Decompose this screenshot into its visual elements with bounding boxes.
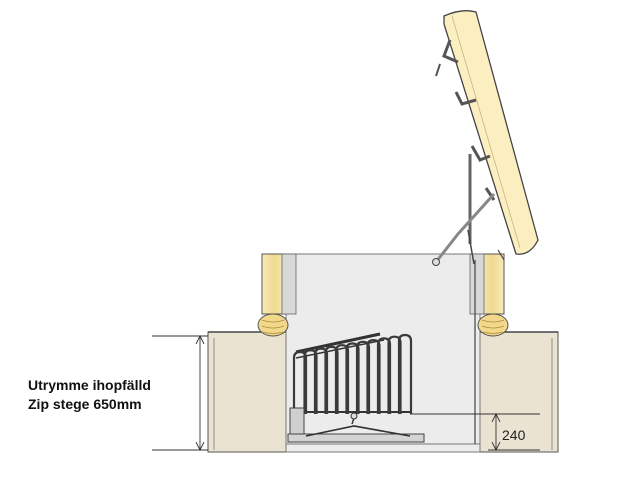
- frame-post-left: [257, 253, 297, 337]
- caption: Utrymme ihopfälld Zip stege 650mm: [28, 376, 151, 414]
- frame-post-right: [469, 253, 509, 337]
- dimension-240-label: 240: [502, 427, 526, 443]
- ladder-coil: [355, 340, 371, 414]
- caption-line-1: Utrymme ihopfälld: [28, 377, 151, 393]
- folded-ladder: [287, 332, 425, 443]
- ladder-coil: [345, 342, 360, 414]
- hatch-lid: [435, 10, 539, 255]
- ladder-coil: [292, 350, 308, 414]
- dimension-240: 240: [410, 412, 540, 452]
- lid-support-arm: [432, 154, 505, 266]
- ladder-coil: [397, 333, 413, 414]
- caption-line-2: Zip stege 650mm: [28, 396, 142, 412]
- ladder-coil: [387, 335, 402, 414]
- ladder-coil: [313, 347, 329, 414]
- ladder-coil: [366, 338, 381, 414]
- height-dimension-left: [152, 334, 208, 452]
- ladder-coil: [376, 337, 392, 414]
- ceiling-slab-right: [479, 331, 559, 453]
- ceiling-slab-left: [207, 331, 287, 453]
- ladder-coil: [303, 349, 318, 414]
- bottom-trim: [285, 443, 481, 453]
- ladder-coil: [324, 345, 339, 414]
- ladder-coil: [334, 344, 350, 414]
